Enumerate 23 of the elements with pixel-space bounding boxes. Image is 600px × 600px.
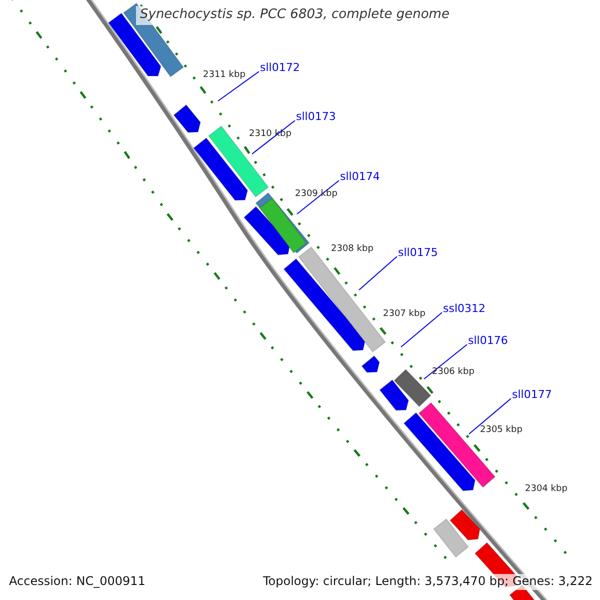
scale-label: 2308 kbp — [331, 244, 374, 254]
gene-label: sll0175 — [398, 247, 438, 260]
leader-line — [296, 180, 340, 214]
gene-label: sll0174 — [340, 171, 380, 184]
leader-line — [252, 120, 296, 154]
gene-label: ssl0312 — [443, 303, 486, 316]
gene-label: sll0172 — [260, 62, 300, 75]
leader-line — [218, 70, 260, 102]
leader-line — [424, 344, 468, 380]
gene-label: sll0177 — [512, 389, 552, 402]
gene-label: sll0173 — [296, 111, 336, 124]
scale-label: 2305 kbp — [480, 425, 522, 436]
scale-label: 2304 kbp — [525, 484, 568, 494]
scale-label: 2309 kbp — [295, 189, 338, 200]
leader-line — [400, 312, 442, 348]
scale-label: 2307 kbp — [383, 309, 426, 320]
scale-label: 2306 kbp — [432, 367, 474, 378]
scale-label: 2311 kbp — [203, 70, 246, 80]
gene-label: sll0176 — [468, 335, 508, 348]
map-info-text: Accession: NC_000911 — [7, 574, 148, 590]
leader-line — [358, 256, 398, 290]
scale-label: 2310 kbp — [249, 129, 292, 140]
leader-line — [468, 398, 512, 434]
